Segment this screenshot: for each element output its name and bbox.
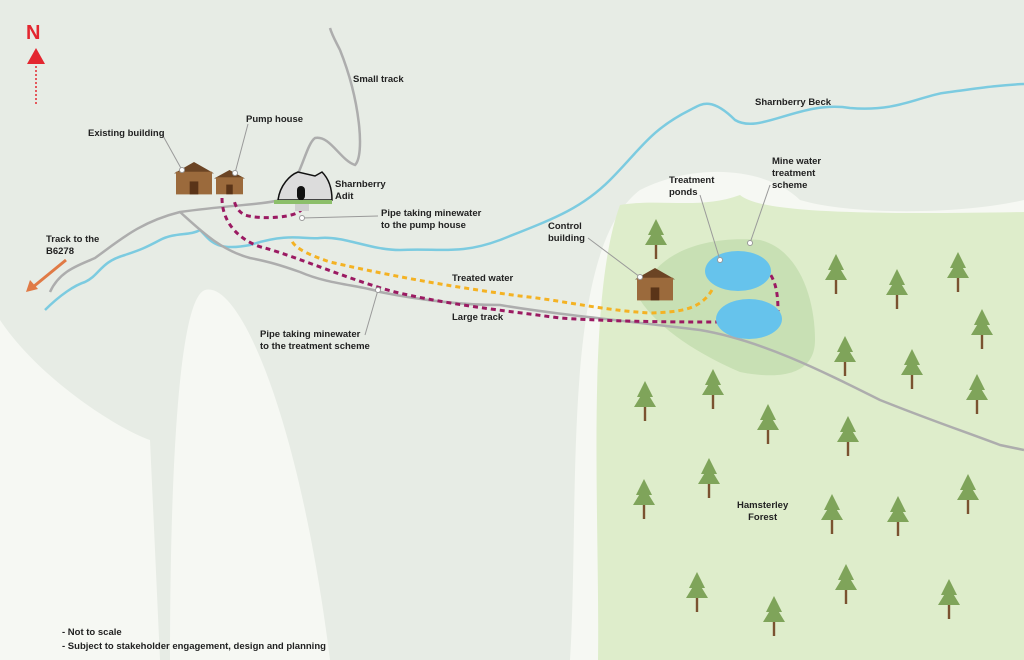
north-label: N	[26, 22, 41, 44]
tree-icon	[886, 269, 908, 309]
pipe-pump-house-label: Pipe taking minewater to the pump house	[381, 208, 482, 231]
tree-icon	[901, 349, 923, 389]
track-direction-arrow-icon	[26, 258, 67, 292]
tree-icon	[825, 254, 847, 294]
sharnberry-adit-icon	[274, 171, 333, 211]
large-track	[179, 211, 1024, 452]
tree-icon	[763, 596, 785, 636]
open-land	[0, 610, 40, 660]
mine-water-scheme-label: Mine water treatment scheme	[772, 156, 822, 191]
tree-icon	[633, 479, 655, 519]
tree-icon	[938, 579, 960, 619]
treatment-pond-upper	[705, 251, 771, 291]
tree-icon	[757, 404, 779, 444]
north-arrow-icon	[27, 48, 45, 104]
notes: - Not to scale - Subject to stakeholder …	[62, 626, 326, 654]
small-track	[48, 27, 362, 293]
tree-icon	[837, 416, 859, 456]
tree-icon	[971, 309, 993, 349]
sharnberry-beck-label: Sharnberry Beck	[755, 97, 832, 108]
treatment-ponds-label: Treatment ponds	[669, 175, 715, 198]
tree-icon	[821, 494, 843, 534]
large-track-label: Large track	[452, 312, 504, 323]
note-subject-to: - Subject to stakeholder engagement, des…	[62, 641, 326, 652]
pipe-treatment-label: Pipe taking minewater to the treatment s…	[260, 329, 370, 352]
tree-icon	[835, 564, 857, 604]
treatment-pond-lower	[716, 299, 782, 339]
tree-icon	[966, 374, 988, 414]
pump-house-icon	[214, 170, 245, 195]
tree-icon	[702, 369, 724, 409]
treated-water-pipe	[289, 237, 714, 315]
note-not-to-scale: - Not to scale	[62, 627, 122, 638]
existing-building-label: Existing building	[88, 128, 165, 139]
sharnberry-adit-label: Sharnberry Adit	[335, 179, 386, 202]
control-building-icon	[635, 268, 675, 301]
pump-house-label: Pump house	[246, 114, 304, 125]
small-track-label: Small track	[353, 74, 404, 85]
tree-icon	[698, 458, 720, 498]
control-building-label: Control building	[548, 221, 585, 244]
pipe-to-pump-house	[232, 199, 304, 220]
sharnberry-beck-river	[44, 82, 1024, 311]
pipe-to-treatment	[220, 197, 719, 324]
track-b6278-label: Track to the B6278	[46, 234, 100, 257]
tree-icon	[686, 572, 708, 612]
hamsterley-forest-label: Hamsterley Forest	[737, 500, 789, 523]
tree-icon	[645, 219, 667, 259]
treated-water-label: Treated water	[452, 273, 514, 284]
leader-lines	[161, 123, 771, 336]
tree-icon	[947, 252, 969, 292]
tree-icon	[887, 496, 909, 536]
open-land	[170, 289, 330, 660]
tree-icon	[634, 381, 656, 421]
open-land	[0, 320, 160, 660]
tree-icon	[957, 474, 979, 514]
tree-icon	[834, 336, 856, 376]
